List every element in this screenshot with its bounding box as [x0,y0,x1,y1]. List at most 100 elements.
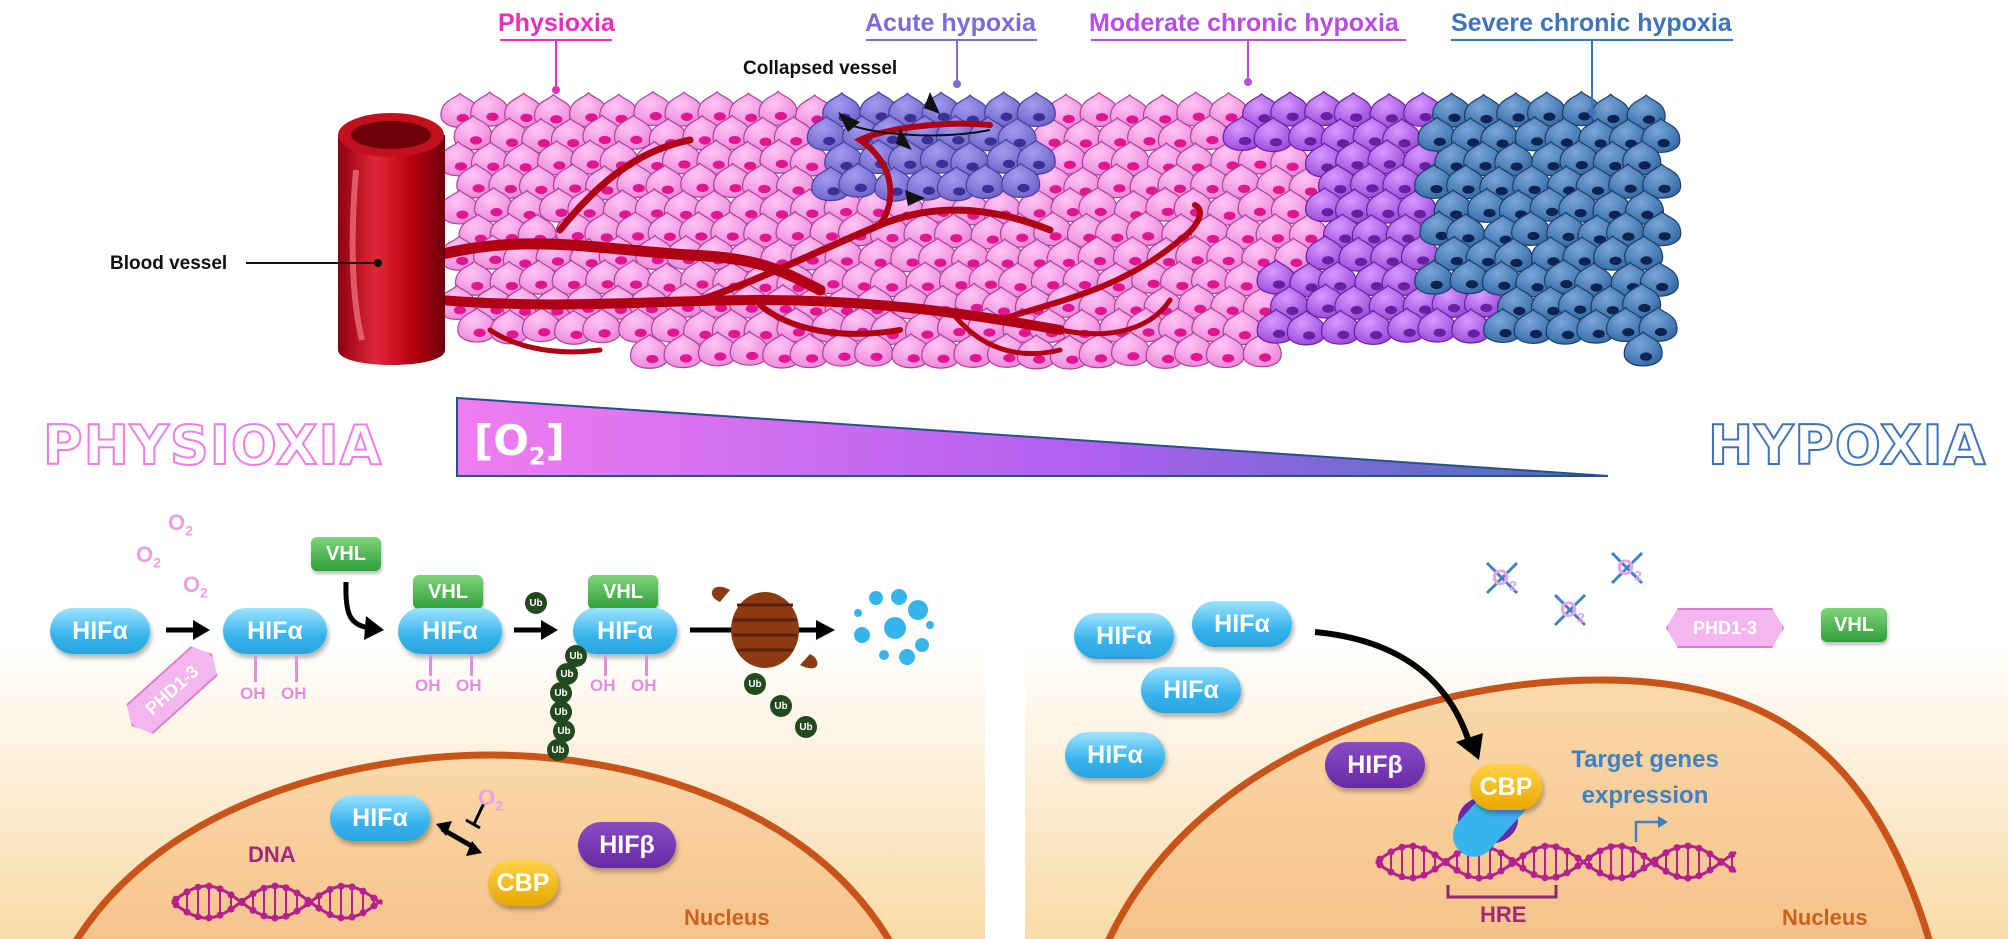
cell-nucleus [1590,283,1603,292]
cell-nucleus [745,304,758,313]
tissue-cell [1256,258,1296,295]
dna-node [172,901,180,909]
cell-nucleus [955,281,968,290]
dna-node [1420,871,1428,879]
tissue-cell [998,261,1038,298]
cell-nucleus [698,136,711,145]
dna-node [1640,852,1648,860]
tissue-cell [1145,333,1185,369]
dna-node [1574,862,1582,870]
label-leader-lines [246,39,1733,267]
cell-nucleus [456,210,469,219]
cell-nucleus [1049,185,1062,194]
tissue-cell [1189,114,1230,150]
tissue-cell [1207,190,1247,226]
cell-nucleus [1609,161,1622,171]
cell-nucleus [729,184,742,193]
pathway-arrows [166,581,1483,856]
cell-nucleus [1145,186,1159,195]
hydroxyl-bond [429,654,432,676]
cell-nucleus [1094,306,1107,316]
cell-nucleus [1351,161,1364,170]
target-genes-label: Target genes [1571,746,1719,773]
cell-nucleus [555,208,568,217]
cell-nucleus [1641,210,1654,220]
cell-nucleus [1398,184,1411,194]
dna-node [370,894,378,902]
cell-nucleus [922,186,936,196]
cell-nucleus [1304,187,1318,196]
cell-nucleus [1398,139,1411,148]
tissue-cell [438,140,478,177]
dna-node [1706,850,1714,858]
cell-nucleus [1481,257,1495,267]
cell-nucleus [1238,136,1252,146]
cell-nucleus [1337,330,1350,340]
cell-nucleus [1607,114,1620,124]
cell-nucleus [1657,138,1670,148]
cbp-protein: CBP [1470,764,1542,810]
cell-nucleus [1640,256,1653,265]
cell-nucleus [759,330,773,340]
o2-letter: O [1617,555,1635,580]
cell-nucleus [791,232,804,241]
cell-nucleus [1513,306,1526,316]
cell-nucleus [712,160,725,170]
o2-sub: 2 [200,584,208,601]
cell-nucleus [1450,256,1463,266]
cbp-protein: CBP [488,860,558,906]
cell-nucleus [1032,160,1046,170]
dna-node [282,912,290,920]
cell-nucleus [904,113,917,123]
tissue-cell [1543,258,1584,294]
cell-nucleus [886,234,899,243]
tissue-cell [453,114,493,151]
oxygen-molecule: O2 [168,510,193,538]
cell-nucleus [838,352,851,361]
cell-nucleus [805,354,819,363]
tissue-cell [1368,284,1408,320]
cell-nucleus [775,210,789,219]
tissue-cell [891,332,931,369]
cell-nucleus [663,283,676,292]
cell-nucleus [1467,329,1480,338]
dna-node [260,884,268,892]
cell-nucleus [1222,354,1235,363]
cell-nucleus [1591,186,1605,195]
dna-node [271,914,279,922]
hydroxyl-bond [254,656,257,682]
tissue-cell [1414,259,1454,295]
tissue-cell [1531,140,1571,176]
cell-nucleus [934,258,947,267]
tissue-cell [663,332,703,369]
cell-nucleus [679,354,693,363]
dna-node [1376,855,1384,863]
cell-nucleus [583,209,596,218]
dna-node [1497,867,1505,875]
cell-nucleus [663,232,677,242]
tissue-cell [1496,91,1536,128]
tissue-cell [518,259,559,295]
tissue-cell [775,210,815,246]
o2-letter: O [1492,565,1510,590]
tissue-cell [1304,90,1344,126]
tissue-cell [1288,115,1328,152]
o2-bracket-close: ] [545,416,565,465]
tissue-cell [1561,90,1602,127]
cell-nucleus [1176,281,1189,291]
cell-nucleus [919,233,932,243]
cell-nucleus [1527,231,1540,241]
cell-nucleus [535,280,548,290]
dna-node [359,887,367,895]
hydroxyl-bond [295,656,298,682]
cell-nucleus [981,184,995,194]
physioxia-heading: PHYSIOXIA [42,413,383,478]
cell-nucleus [1435,231,1448,241]
tissue-cell [1094,212,1135,248]
cell-nucleus [1272,329,1286,339]
dna-node [1596,869,1604,877]
cell-nucleus [1606,306,1619,315]
cell-nucleus [1254,160,1267,169]
tissue-cell [1510,210,1551,246]
severe-chronic-hypoxia-cells [1414,90,1682,367]
